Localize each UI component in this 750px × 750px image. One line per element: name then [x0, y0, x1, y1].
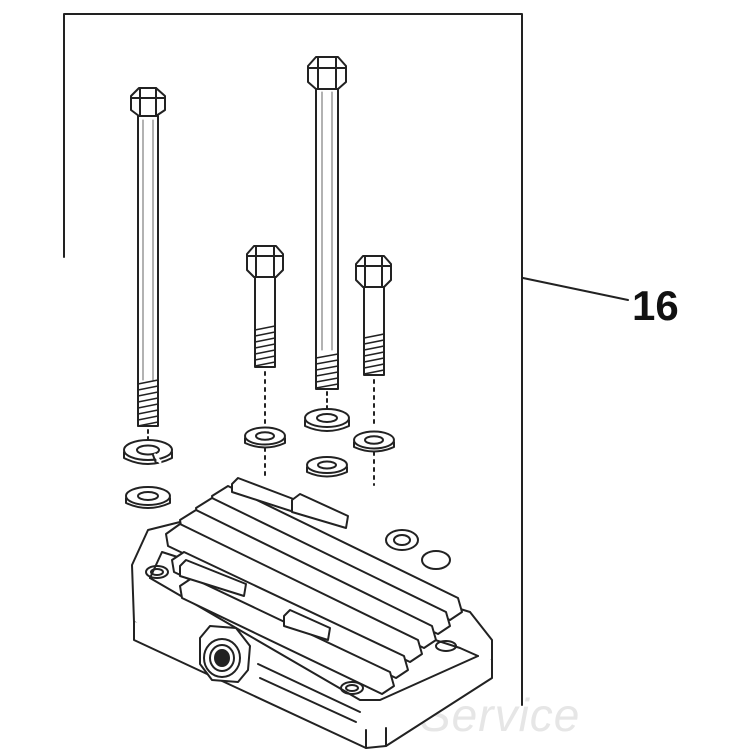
- short-bolt-right: [355, 255, 392, 486]
- flat-washer-center: [306, 456, 348, 478]
- lock-washer-left: [123, 439, 173, 465]
- short-bolt-left: [246, 245, 284, 476]
- lock-washer-center-top: [304, 408, 350, 432]
- callout-leader-line: [522, 277, 629, 301]
- cylinder-head-port: [199, 625, 251, 683]
- part-number-label: 16: [632, 282, 679, 329]
- flat-washer-left: [125, 486, 171, 509]
- cylinder-head: [131, 477, 493, 749]
- lock-washer-short-left: [244, 426, 286, 449]
- long-bolt-center: [307, 56, 347, 411]
- lock-washer-short-right: [353, 430, 395, 453]
- kit-boundary-bracket: [63, 13, 523, 706]
- long-bolt-left: [130, 87, 166, 441]
